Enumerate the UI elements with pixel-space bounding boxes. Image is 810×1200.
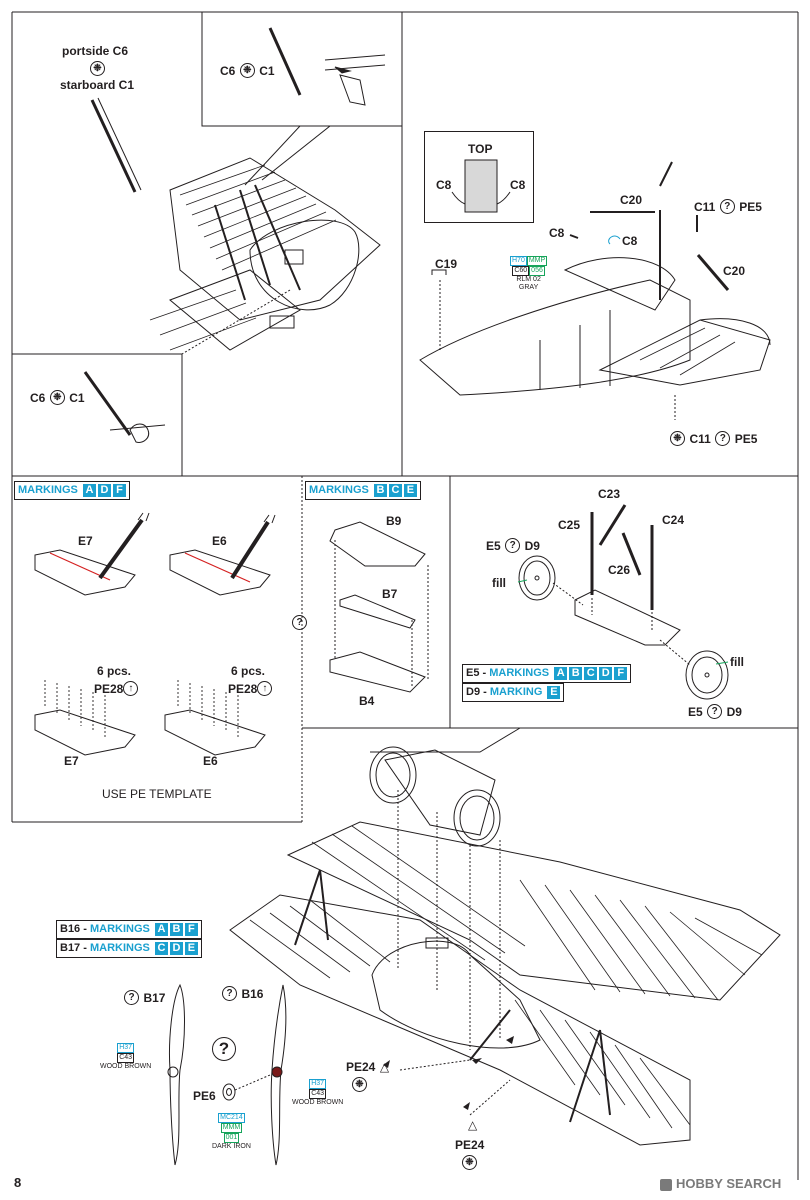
paint-code-wood-left: H37 C43 WOOD BROWN — [100, 1043, 152, 1070]
page-number: 8 — [14, 1175, 22, 1190]
optional-icon: ? — [124, 990, 139, 1006]
paint-code-dark-iron: MC214 MMM 001 DARK IRON — [212, 1113, 251, 1150]
optional-large-icon: ? — [212, 1037, 236, 1061]
pe28-right: PE28↑ — [228, 680, 273, 698]
e6-top-label: E6 — [212, 534, 227, 548]
starboard-label: starboard C1 — [60, 78, 135, 92]
c8-part-label: C8 — [549, 226, 565, 240]
bend-icon: ↑ — [257, 681, 273, 697]
b9-label: B9 — [386, 514, 402, 528]
template-note: USE PE TEMPLATE — [102, 787, 212, 801]
e7-bottom-label: E7 — [64, 754, 79, 768]
e6-bottom-label: E6 — [203, 754, 218, 768]
top-part-right: C8 — [510, 178, 526, 192]
glue-icon: ❉ — [49, 390, 65, 406]
c8-hook-label: C8 — [622, 234, 638, 248]
inset-bottom-callout: C6 ❉ C1 — [30, 390, 85, 406]
e5-d9-right: E5 ? D9 — [688, 704, 742, 720]
c20-right-label: C20 — [723, 264, 746, 278]
c20-upper-label: C20 — [620, 193, 643, 207]
pcs-right-label: 6 pcs. — [231, 664, 266, 678]
c25-label: C25 — [558, 518, 581, 532]
pe24-shape-icon: △ — [468, 1118, 478, 1132]
watermark-mark-icon — [660, 1178, 672, 1191]
c19-label: C19 — [435, 257, 458, 271]
top-part-left: C8 — [436, 178, 452, 192]
top-view-title: TOP — [468, 142, 493, 156]
glue-icon: ❉ — [239, 63, 255, 79]
pe24-left: PE24 △ — [346, 1060, 390, 1074]
c26-label: C26 — [608, 563, 631, 577]
watermark-logo: HOBBY SEARCH — [660, 1176, 781, 1191]
pe28-left: PE28↑ — [94, 680, 139, 698]
fill-left-label: fill — [492, 576, 506, 590]
glue-icon: ❉ — [352, 1076, 367, 1094]
optional-icon: ? — [715, 431, 731, 447]
pe24-bottom-label: PE24 — [455, 1138, 485, 1152]
glue-icon: ❉ — [462, 1154, 477, 1172]
b7-label: B7 — [382, 587, 398, 601]
fill-right-label: fill — [730, 655, 744, 669]
optional-icon: ? — [222, 986, 237, 1002]
inset-top-callout: C6 ❉ C1 — [220, 63, 275, 79]
e5-d9-left: E5 ? D9 — [486, 538, 540, 554]
bend-icon: ↑ — [123, 681, 139, 697]
optional-icon: ? — [719, 199, 735, 215]
paint-code-wood-right: H37 C43 WOOD BROWN — [292, 1079, 344, 1106]
b17-prop-label: ? B17 — [124, 989, 165, 1007]
c24-label: C24 — [662, 513, 685, 527]
portside-label: portside C6 — [62, 44, 129, 58]
glue-icon: ❉ — [670, 431, 685, 447]
optional-icon: ? — [505, 538, 521, 554]
c11-pe5-bottom: ❉ C11 ? PE5 — [670, 430, 757, 448]
c11-pe5-top: C11 ? PE5 — [694, 199, 762, 215]
b16-prop-label: ? B16 — [222, 985, 263, 1003]
d9-marking-box: D9 - MARKING E — [462, 683, 565, 702]
pcs-left-label: 6 pcs. — [97, 664, 132, 678]
pe6-label: PE6 — [193, 1089, 216, 1103]
c23-label: C23 — [598, 487, 621, 501]
glue-icon: ❉ — [90, 60, 105, 78]
optional-icon: ? — [707, 704, 723, 720]
optional-icon: ? — [292, 614, 307, 632]
e7-top-label: E7 — [78, 534, 93, 548]
b4-label: B4 — [359, 694, 375, 708]
